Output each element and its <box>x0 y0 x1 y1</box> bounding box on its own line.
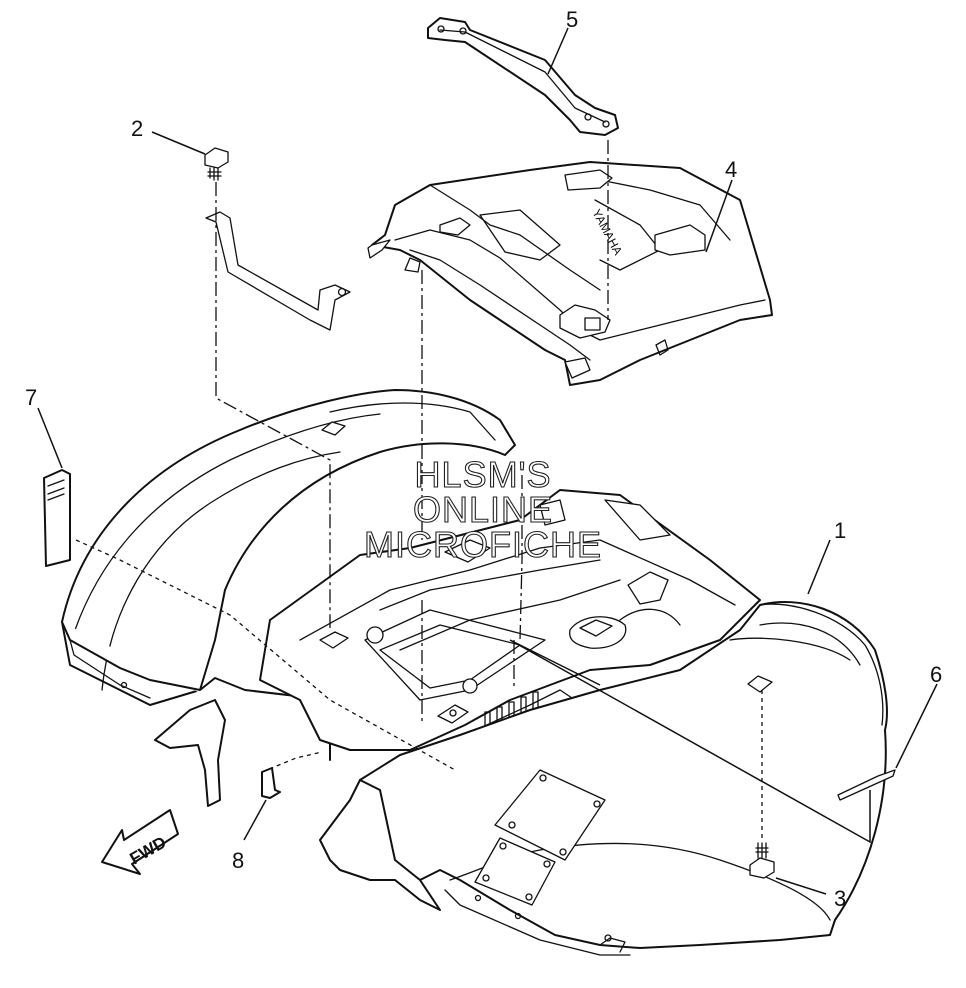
assembly-lines <box>75 140 871 844</box>
callout-6: 6 <box>930 662 942 687</box>
label-part-7 <box>43 469 71 567</box>
watermark-line-2: ONLINE <box>413 489 553 530</box>
watermark-line-1: HLSM'S <box>415 454 552 495</box>
callouts: 1 2 3 4 5 6 7 8 <box>25 7 942 911</box>
bolt-part-3 <box>749 842 775 879</box>
callout-5: 5 <box>566 7 578 32</box>
bracket <box>205 211 351 331</box>
callout-8: 8 <box>232 848 244 873</box>
cover-part-4: YAMAHA <box>367 161 773 386</box>
callout-1: 1 <box>834 518 846 543</box>
callout-3: 3 <box>834 886 846 911</box>
label-part-6 <box>837 769 896 801</box>
callout-2: 2 <box>131 116 143 141</box>
callout-4: 4 <box>725 157 737 182</box>
callout-7: 7 <box>25 385 37 410</box>
forward-direction-arrow: FWD <box>101 809 179 875</box>
watermark-line-3: MICROFICHE <box>364 524 602 565</box>
watermark: HLSM'S ONLINE MICROFICHE <box>363 453 602 565</box>
bolt-part-2 <box>204 147 229 181</box>
clip-part-8 <box>261 767 281 799</box>
strap-part-5 <box>427 17 619 136</box>
